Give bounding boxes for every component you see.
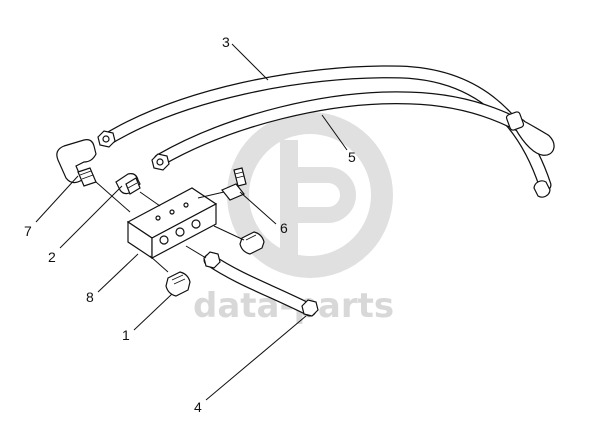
hose-end-fitting-right [505, 111, 551, 198]
leader-lines [35, 43, 348, 401]
callout-5: 5 [348, 149, 356, 165]
callout-3: 3 [222, 34, 230, 50]
hose-5-nut [151, 153, 170, 171]
plug-fitting-right [239, 231, 265, 255]
callout-1: 1 [122, 327, 130, 343]
elbow-fitting-6 [221, 167, 247, 201]
tee-fitting-2 [115, 173, 141, 195]
plug-fitting-1 [165, 271, 191, 297]
manifold-block-8 [126, 187, 218, 260]
callout-8: 8 [86, 289, 94, 305]
callout-7: 7 [24, 223, 32, 239]
callout-2: 2 [48, 249, 56, 265]
short-hose-4 [203, 251, 319, 317]
hose-5 [153, 91, 555, 167]
callout-6: 6 [280, 220, 288, 236]
assembly-lines [95, 181, 245, 273]
callout-4: 4 [194, 399, 202, 415]
hose-3-nut [97, 130, 116, 148]
elbow-fitting-7 [56, 139, 97, 187]
